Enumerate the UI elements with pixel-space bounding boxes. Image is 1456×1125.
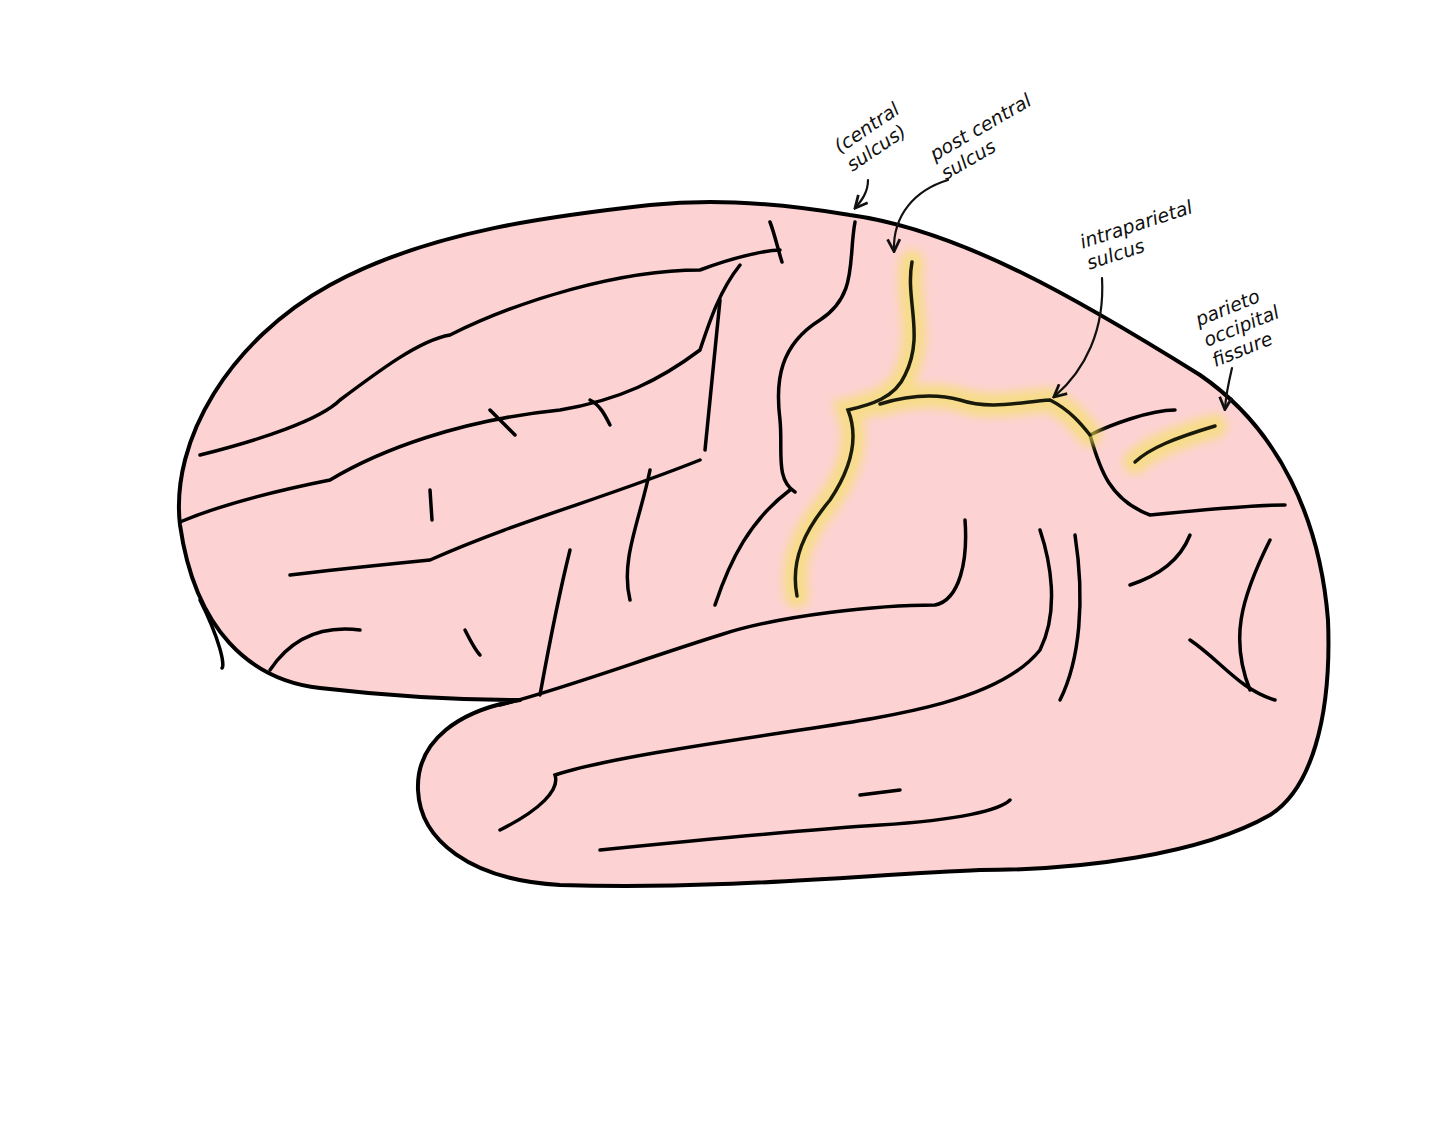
brain-outline — [179, 202, 1329, 886]
sulcus-label: post central sulcus — [926, 72, 1078, 185]
sulcus-label: parieto occipital fissure — [1192, 264, 1332, 372]
highlighted-sulci — [795, 262, 1215, 596]
sulcus-label: (central sulcus) — [830, 84, 937, 176]
sulcus-label: intraparietal sulcus — [1077, 182, 1247, 275]
highlight-glow — [795, 262, 1215, 596]
sulci — [180, 222, 1285, 850]
